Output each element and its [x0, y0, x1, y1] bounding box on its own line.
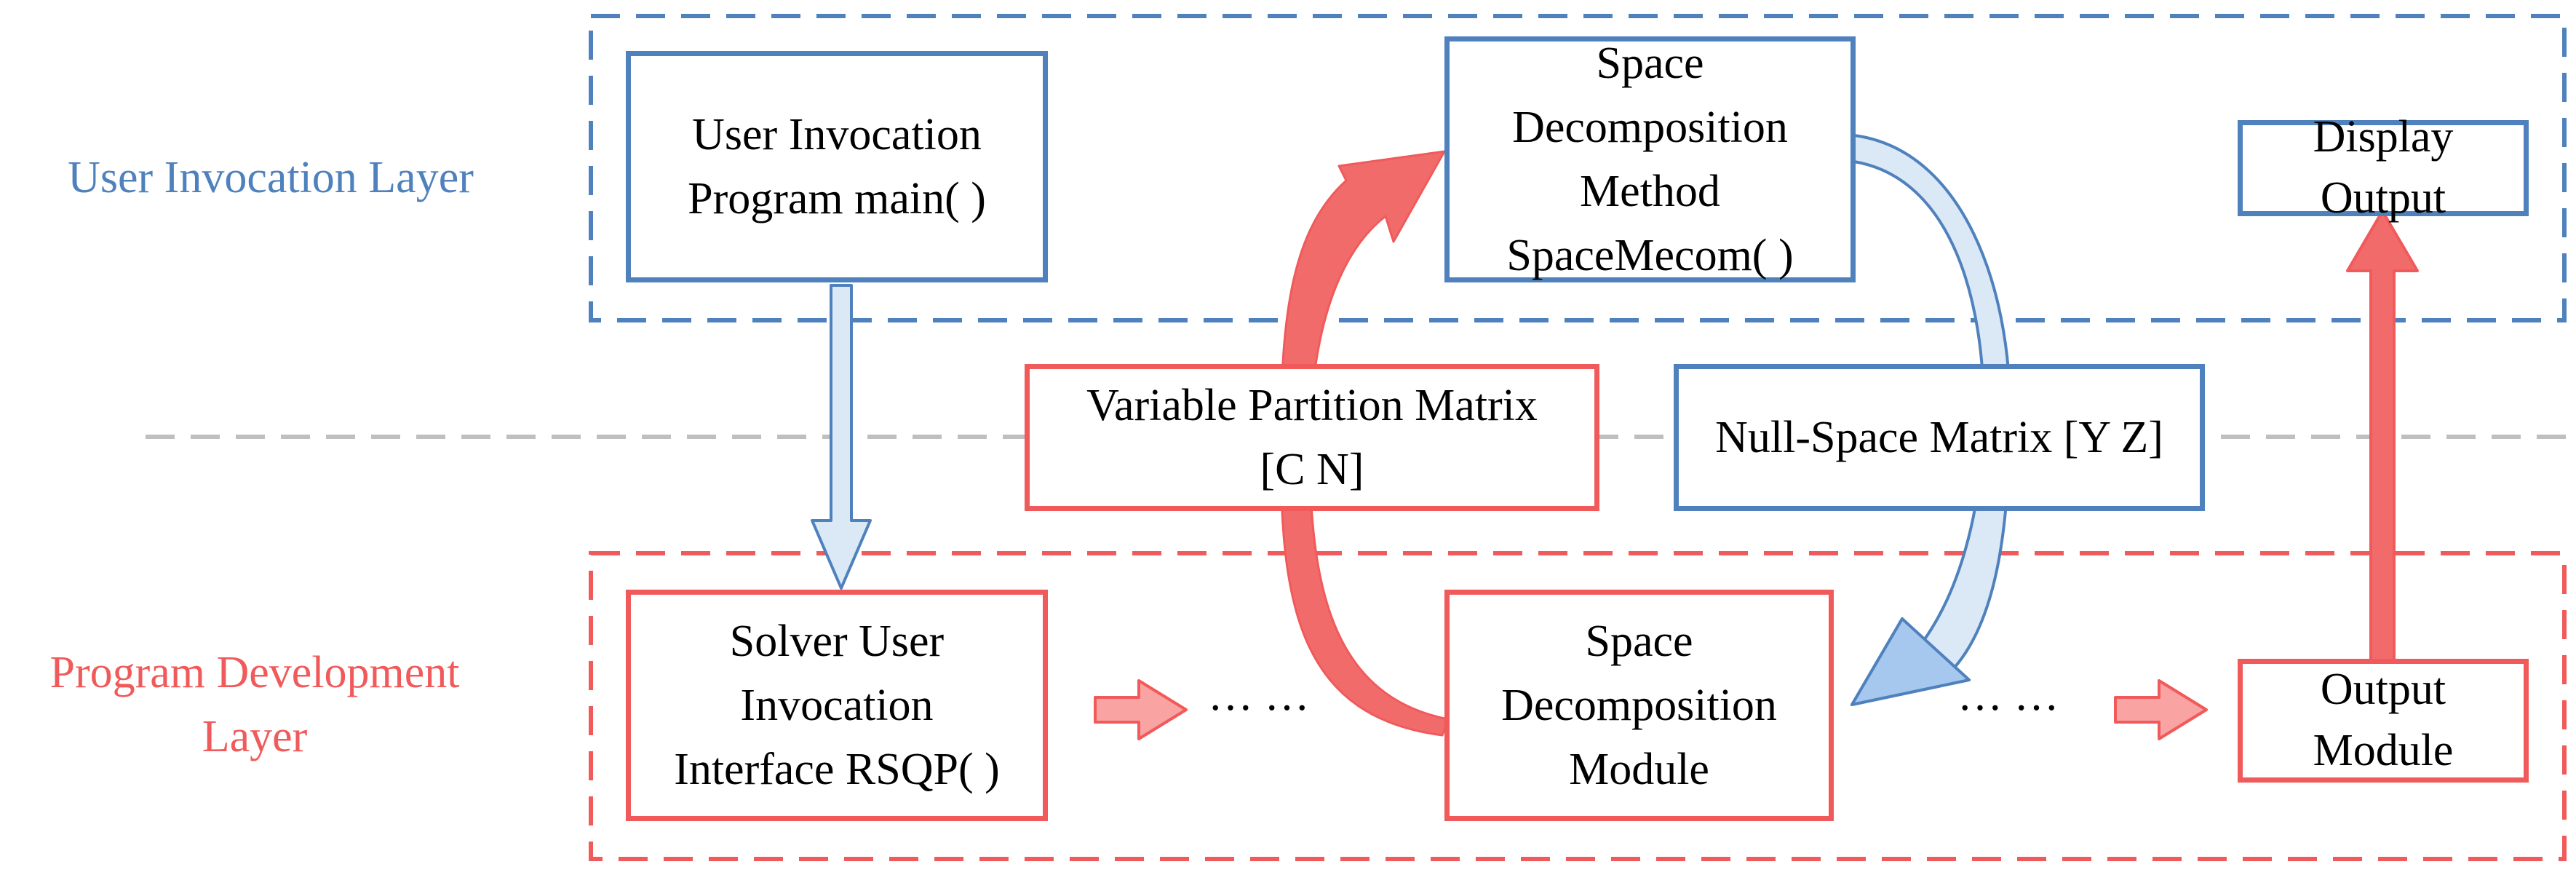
text-line: SpaceMecom( ) — [1506, 231, 1794, 281]
text-line: Space — [1596, 38, 1704, 88]
call-arrow-main-to-rsqp — [811, 284, 872, 590]
null-space-matrix-box: Null-Space Matrix [Y Z] — [1674, 364, 2205, 511]
arrow-output-to-display — [2346, 210, 2419, 662]
text-line: Interface RSQP( ) — [674, 745, 1000, 795]
text-line: Module — [2313, 726, 2454, 775]
text-line: Variable Partition Matrix — [1086, 380, 1538, 430]
development-layer-frame — [589, 551, 2567, 861]
text-line: User Invocation — [692, 109, 982, 159]
ellipsis-right: … … — [1957, 670, 2059, 720]
text-line: Output — [2320, 173, 2446, 223]
user-layer-label: User Invocation Layer — [68, 153, 474, 202]
text-line: Display — [2313, 112, 2454, 162]
text-line: Method — [1580, 167, 1720, 216]
text-line: Module — [1569, 745, 1709, 795]
text-line: Program main( ) — [688, 174, 986, 223]
arrowhead-into-module — [1850, 617, 1971, 706]
user-layer-frame — [589, 14, 2567, 322]
text-line: [C N] — [1260, 445, 1364, 494]
text-line: Output — [2320, 665, 2446, 715]
text-line: Layer — [202, 712, 308, 762]
text-line: Invocation — [740, 680, 934, 730]
text-line: Decomposition — [1512, 102, 1788, 152]
text-line: Solver User — [729, 616, 945, 666]
flow-arrow-output — [2114, 679, 2208, 740]
curved-arrow-module-to-method — [1279, 150, 1450, 737]
ellipsis-left: … … — [1208, 670, 1310, 720]
text-line: Program Development — [49, 648, 460, 697]
text-line: Decomposition — [1501, 680, 1777, 730]
flow-arrow-rsqp — [1094, 679, 1188, 740]
text-line: Null-Space Matrix [Y Z] — [1715, 412, 2163, 462]
text-line: Space — [1585, 616, 1693, 666]
variable-partition-matrix-box: Variable Partition Matrix [C N] — [1025, 364, 1599, 511]
